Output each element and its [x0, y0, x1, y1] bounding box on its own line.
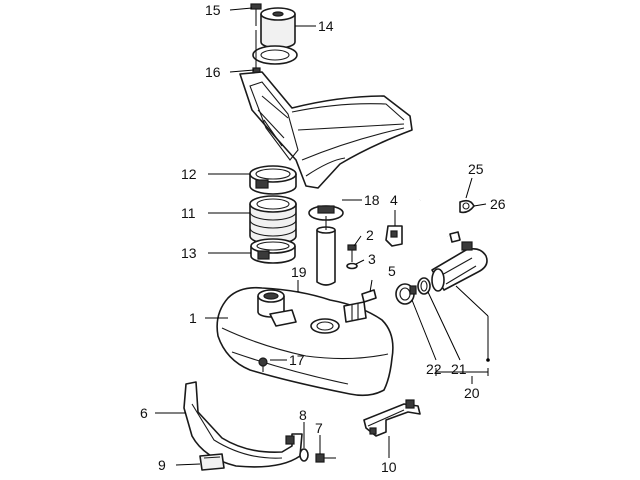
part-21-o-ring: [417, 277, 431, 295]
upper-housing: [239, 71, 413, 189]
part-16-gasket: [252, 30, 298, 74]
callout-25: 25: [468, 161, 484, 177]
part-22-clamp: [395, 283, 417, 305]
part-26-hose: [418, 194, 450, 237]
part-1-fuel-tank: [216, 286, 394, 397]
callout-3: 3: [368, 251, 376, 267]
callout-9: 9: [158, 457, 166, 473]
callout-1: 1: [189, 310, 197, 326]
callout-2: 2: [366, 227, 374, 243]
part-25-hose-clip: [459, 199, 475, 214]
part-5-clip: [361, 289, 377, 303]
callout-14: 14: [318, 18, 334, 34]
callout-11: 11: [181, 205, 196, 221]
part-18-fuel-sender: [308, 205, 344, 286]
part-15-screw: [250, 3, 262, 26]
part-8-washer: [299, 448, 309, 462]
part-7-bolt: [315, 453, 336, 463]
callout-17: 17: [289, 352, 305, 368]
part-6-support-strap: [183, 381, 303, 468]
callout-4: 4: [390, 192, 398, 208]
callout-18: 18: [364, 192, 380, 208]
callout-8: 8: [299, 407, 307, 423]
part-14-cylinder: [260, 7, 296, 49]
callout-26: 26: [490, 196, 506, 212]
part-10-bracket: [363, 399, 421, 437]
callout-16: 16: [205, 64, 221, 80]
callout-13: 13: [181, 245, 197, 261]
callout-22: 22: [426, 361, 442, 377]
part-13-clamp: [250, 238, 296, 264]
callout-19: 19: [291, 264, 307, 280]
callout-6: 6: [140, 405, 148, 421]
callout-15: 15: [205, 2, 221, 18]
hose-small-clip: [449, 231, 461, 243]
part-20-fuel-tap: [431, 241, 488, 292]
part-2-screw: [347, 244, 357, 262]
leader-lines: [155, 7, 490, 466]
part-11-sleeve: [249, 195, 297, 245]
callout-20: 20: [464, 385, 480, 401]
callout-7: 7: [315, 420, 323, 436]
callout-10: 10: [381, 459, 397, 475]
part-4-bracket: [385, 210, 403, 247]
part-3-washer: [346, 262, 358, 270]
callout-labels: 15 14 16 12 11 13 18 4 2 3 19 5 1 17 25 …: [140, 2, 506, 475]
part-9-rubber-pad: [199, 453, 225, 471]
part-12-clamp: [249, 165, 297, 195]
callout-12: 12: [181, 166, 197, 182]
callout-21: 21: [451, 361, 467, 377]
callout-5: 5: [388, 263, 396, 279]
